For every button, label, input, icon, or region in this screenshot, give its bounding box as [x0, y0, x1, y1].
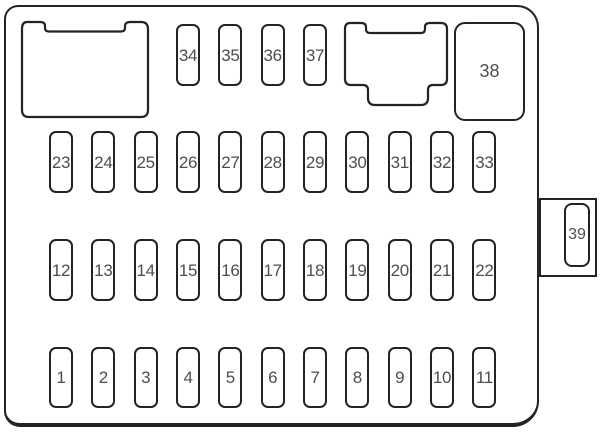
- fuse-17: 17: [260, 239, 285, 301]
- fuse-box-outline: [4, 5, 539, 427]
- fuse-23: 23: [49, 131, 73, 193]
- fuse-14: 14: [133, 239, 158, 301]
- fuse-7: 7: [303, 347, 328, 408]
- fuse-26: 26: [176, 131, 201, 193]
- fuse-19: 19: [345, 239, 370, 301]
- fuse-24: 24: [91, 131, 116, 193]
- fuse-6: 6: [260, 347, 285, 408]
- fuse-5: 5: [218, 347, 243, 408]
- fuse-12: 12: [49, 239, 73, 301]
- fuse-39: 39: [564, 202, 590, 267]
- fuse-27: 27: [218, 131, 243, 193]
- fuse-38: 38: [454, 22, 525, 121]
- fuse-30: 30: [345, 131, 370, 193]
- fuse-9: 9: [387, 347, 412, 408]
- fuse-1: 1: [49, 347, 73, 408]
- fuse-20: 20: [387, 239, 412, 301]
- fuse-33: 33: [472, 131, 497, 193]
- fuse-22: 22: [472, 239, 497, 301]
- fuse-31: 31: [387, 131, 412, 193]
- fuse-8: 8: [345, 347, 370, 408]
- fuse-36: 36: [260, 24, 285, 86]
- fuse-13: 13: [91, 239, 116, 301]
- fuse-35: 35: [218, 24, 243, 86]
- fuse-4: 4: [176, 347, 201, 408]
- fuse-28: 28: [260, 131, 285, 193]
- fuse-21: 21: [430, 239, 455, 301]
- fuse-34: 34: [176, 24, 201, 86]
- fuse-3: 3: [133, 347, 158, 408]
- fuse-11: 11: [472, 347, 497, 408]
- fuse-25: 25: [133, 131, 158, 193]
- fuse-18: 18: [303, 239, 328, 301]
- fuse-10: 10: [430, 347, 455, 408]
- fuse-29: 29: [303, 131, 328, 193]
- fuse-15: 15: [176, 239, 201, 301]
- fuse-32: 32: [430, 131, 455, 193]
- fuse-16: 16: [218, 239, 243, 301]
- fuse-37: 37: [303, 24, 328, 86]
- fuse-2: 2: [91, 347, 116, 408]
